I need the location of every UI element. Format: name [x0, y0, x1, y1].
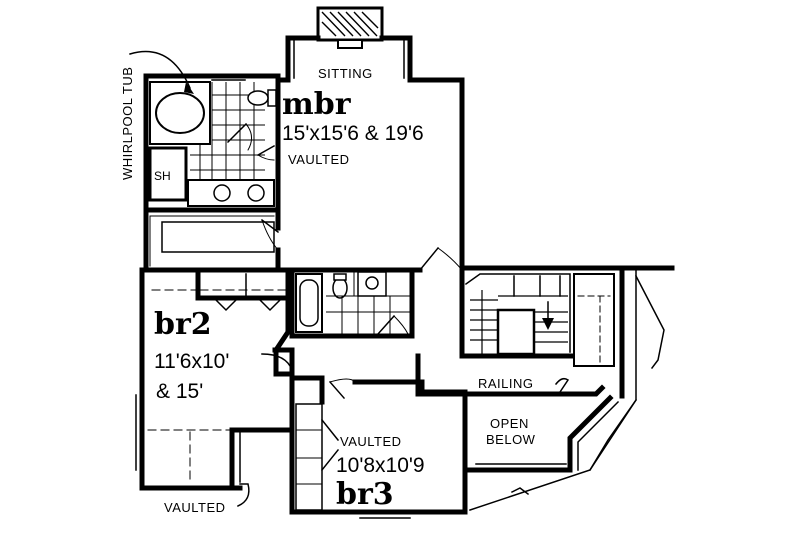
sitting-label: SITTING — [318, 66, 373, 81]
br2-dimensions: 11'6x10' — [154, 350, 229, 373]
mbr-room-name: mbr — [282, 87, 352, 122]
master-bath — [143, 81, 281, 213]
mbr-dimensions: 15'x15'6 & 19'6 — [282, 122, 424, 145]
br2-dimensions-extra: & 15' — [156, 380, 203, 403]
hall-bath — [289, 267, 415, 339]
whirlpool-tub-label: WHIRLPOOL TUB — [120, 67, 135, 180]
sitting-bay-walls — [275, 35, 465, 271]
br2-room-name: br2 — [154, 307, 212, 342]
open-below-label-line1: OPEN — [490, 416, 529, 431]
br3-dimensions: 10'8x10'9 — [336, 454, 425, 477]
shower-label: SH — [154, 169, 171, 183]
mbr-vaulted-note: VAULTED — [288, 152, 350, 167]
railing-label: RAILING — [478, 376, 534, 391]
br2-vaulted-note: VAULTED — [164, 500, 226, 515]
br3-room-name: br3 — [336, 477, 394, 512]
fireplace-chimney — [316, 6, 384, 49]
br3-vaulted-note: VAULTED — [340, 434, 402, 449]
leader-lines — [129, 50, 250, 507]
stair-and-railing — [415, 265, 675, 511]
open-below-label-line2: BELOW — [486, 432, 536, 447]
br2-walls — [147, 267, 295, 485]
exterior-walls — [135, 73, 468, 519]
mbr-walls — [275, 246, 463, 273]
